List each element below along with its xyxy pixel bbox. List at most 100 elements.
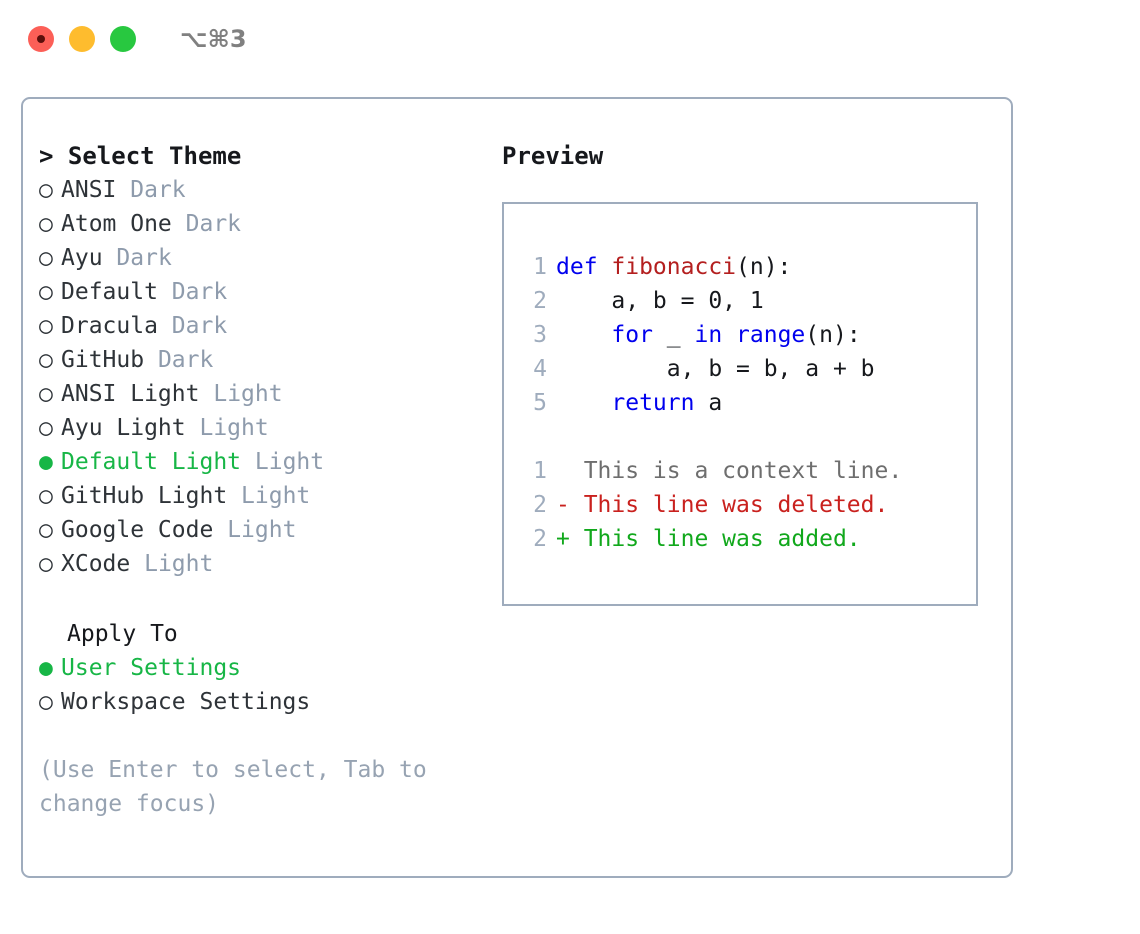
keyboard-hint-text: (Use Enter to select, Tab to change focu… — [39, 757, 441, 817]
radio-selected-icon: ● — [39, 449, 53, 475]
diff-line: 2 + This line was added. — [504, 522, 976, 556]
diff-line-number: 2 — [533, 526, 547, 552]
code-diff-separator — [504, 420, 976, 454]
code-token — [556, 322, 611, 348]
theme-option-tag: Dark — [171, 279, 228, 305]
theme-option-tag: Dark — [116, 245, 172, 271]
radio-selected-icon: ● — [39, 655, 53, 681]
code-line-number: 2 — [533, 288, 547, 314]
minimize-button[interactable] — [69, 26, 95, 52]
theme-option-tag: Light — [254, 449, 325, 475]
code-token: a, b = b, a + b — [556, 356, 875, 382]
theme-option-default-light[interactable]: ● Default Light Light — [39, 445, 494, 479]
theme-option-label: Ayu — [61, 245, 103, 271]
apply-to-option-label: User Settings — [61, 655, 242, 681]
theme-option-dracula[interactable]: ○Dracula Dark — [39, 309, 494, 343]
keyboard-shortcut-label: ⌥⌘3 — [180, 25, 247, 53]
radio-unselected-icon: ○ — [39, 211, 53, 237]
code-token — [556, 390, 611, 416]
code-line-number: 3 — [533, 322, 547, 348]
code-line: 2 a, b = 0, 1 — [504, 284, 976, 318]
radio-unselected-icon: ○ — [39, 347, 53, 373]
theme-option-ansi[interactable]: ○ ANSI Dark — [39, 173, 494, 207]
theme-option-tag: Dark — [185, 211, 242, 237]
theme-list-column: > Select Theme ○ANSI Dark○Atom One Dark○… — [39, 139, 494, 821]
select-theme-header: > Select Theme — [39, 142, 242, 170]
theme-list[interactable]: ○ANSI Dark○Atom One Dark○Ayu Dark○Defaul… — [39, 173, 494, 581]
theme-option-tag: Dark — [130, 177, 186, 203]
theme-option-label: Default Light — [61, 449, 242, 475]
radio-unselected-icon: ○ — [39, 415, 53, 441]
code-token: def — [556, 254, 612, 280]
diff-line-number: 2 — [533, 492, 547, 518]
preview-title: Preview — [502, 142, 604, 170]
diff-sample: 1 This is a context line.2- This line wa… — [504, 454, 976, 556]
apply-to-list[interactable]: ● User Settings ○ Workspace Settings — [39, 651, 494, 719]
theme-option-tag: Light — [241, 483, 311, 509]
theme-option-tag: Dark — [171, 313, 228, 339]
maximize-button[interactable] — [110, 26, 136, 52]
code-token: fibonacci — [611, 254, 737, 280]
radio-unselected-icon: ○ — [39, 483, 53, 509]
theme-option-label: GitHub Light — [61, 483, 228, 509]
theme-option-label: ANSI — [61, 177, 117, 203]
diff-line-text: + This line was added. — [556, 526, 861, 552]
diff-line: 2- This line was deleted. — [504, 488, 976, 522]
theme-option-tag: Dark — [157, 347, 214, 373]
code-line-number: 4 — [533, 356, 547, 382]
theme-option-github[interactable]: ○ GitHub Dark — [39, 343, 494, 377]
code-line-number: 5 — [533, 390, 547, 416]
code-line-number: 1 — [533, 254, 547, 280]
diff-line-text: This is a context line. — [556, 458, 903, 484]
theme-picker-card: > Select Theme ○ANSI Dark○Atom One Dark○… — [21, 97, 1013, 878]
code-token: (n): — [805, 322, 861, 348]
diff-line-number: 1 — [533, 458, 547, 484]
code-line: 5 return a — [504, 386, 976, 420]
apply-to-option-workspace-settings[interactable]: ○ Workspace Settings — [39, 685, 494, 719]
code-token: _ — [652, 322, 695, 348]
code-token: in — [694, 322, 723, 348]
apply-to-title: Apply To — [67, 621, 178, 647]
theme-option-github-light[interactable]: ○ GitHub Light Light — [39, 479, 494, 513]
theme-option-atom-one[interactable]: ○ Atom One Dark — [39, 207, 494, 241]
apply-to-option-user-settings[interactable]: ● User Settings — [39, 651, 494, 685]
theme-option-label: Atom One — [61, 211, 172, 237]
code-token: (n): — [736, 254, 792, 280]
theme-option-ayu[interactable]: ○ Ayu Dark — [39, 241, 494, 275]
code-token: return — [611, 390, 695, 416]
radio-unselected-icon: ○ — [39, 245, 53, 271]
theme-option-label: Ayu Light — [61, 415, 186, 441]
code-token: a, b = 0, 1 — [556, 288, 764, 314]
radio-unselected-icon: ○ — [39, 689, 53, 715]
theme-option-tag: Light — [199, 415, 269, 441]
code-token: range — [736, 322, 806, 348]
theme-option-label: Default — [61, 279, 158, 305]
radio-unselected-icon: ○ — [39, 177, 53, 203]
apply-to-option-label: Workspace Settings — [61, 689, 311, 715]
theme-option-label: Google Code — [61, 517, 214, 543]
window-titlebar: ⌥⌘3 — [0, 0, 1140, 78]
theme-option-tag: Light — [213, 381, 283, 407]
theme-option-xcode[interactable]: ○XCode Light — [39, 547, 494, 581]
theme-option-ansi-light[interactable]: ○ANSI Light Light — [39, 377, 494, 411]
close-button[interactable] — [28, 26, 54, 52]
theme-option-tag: Light — [227, 517, 297, 543]
theme-option-label: XCode — [61, 551, 131, 577]
theme-option-label: GitHub — [61, 347, 145, 373]
code-token: for — [611, 322, 653, 348]
diff-line: 1 This is a context line. — [504, 454, 976, 488]
theme-option-google-code[interactable]: ○ Google Code Light — [39, 513, 494, 547]
radio-unselected-icon: ○ — [39, 313, 53, 339]
code-line: 3 for _ in range(n): — [504, 318, 976, 352]
theme-option-label: ANSI Light — [61, 381, 200, 407]
radio-unselected-icon: ○ — [39, 551, 53, 577]
code-line: 1 def fibonacci(n): — [504, 250, 976, 284]
theme-option-ayu-light[interactable]: ○ Ayu Light Light — [39, 411, 494, 445]
code-token: a — [694, 390, 723, 416]
theme-option-default[interactable]: ○Default Dark — [39, 275, 494, 309]
radio-unselected-icon: ○ — [39, 517, 53, 543]
code-line: 4 a, b = b, a + b — [504, 352, 976, 386]
